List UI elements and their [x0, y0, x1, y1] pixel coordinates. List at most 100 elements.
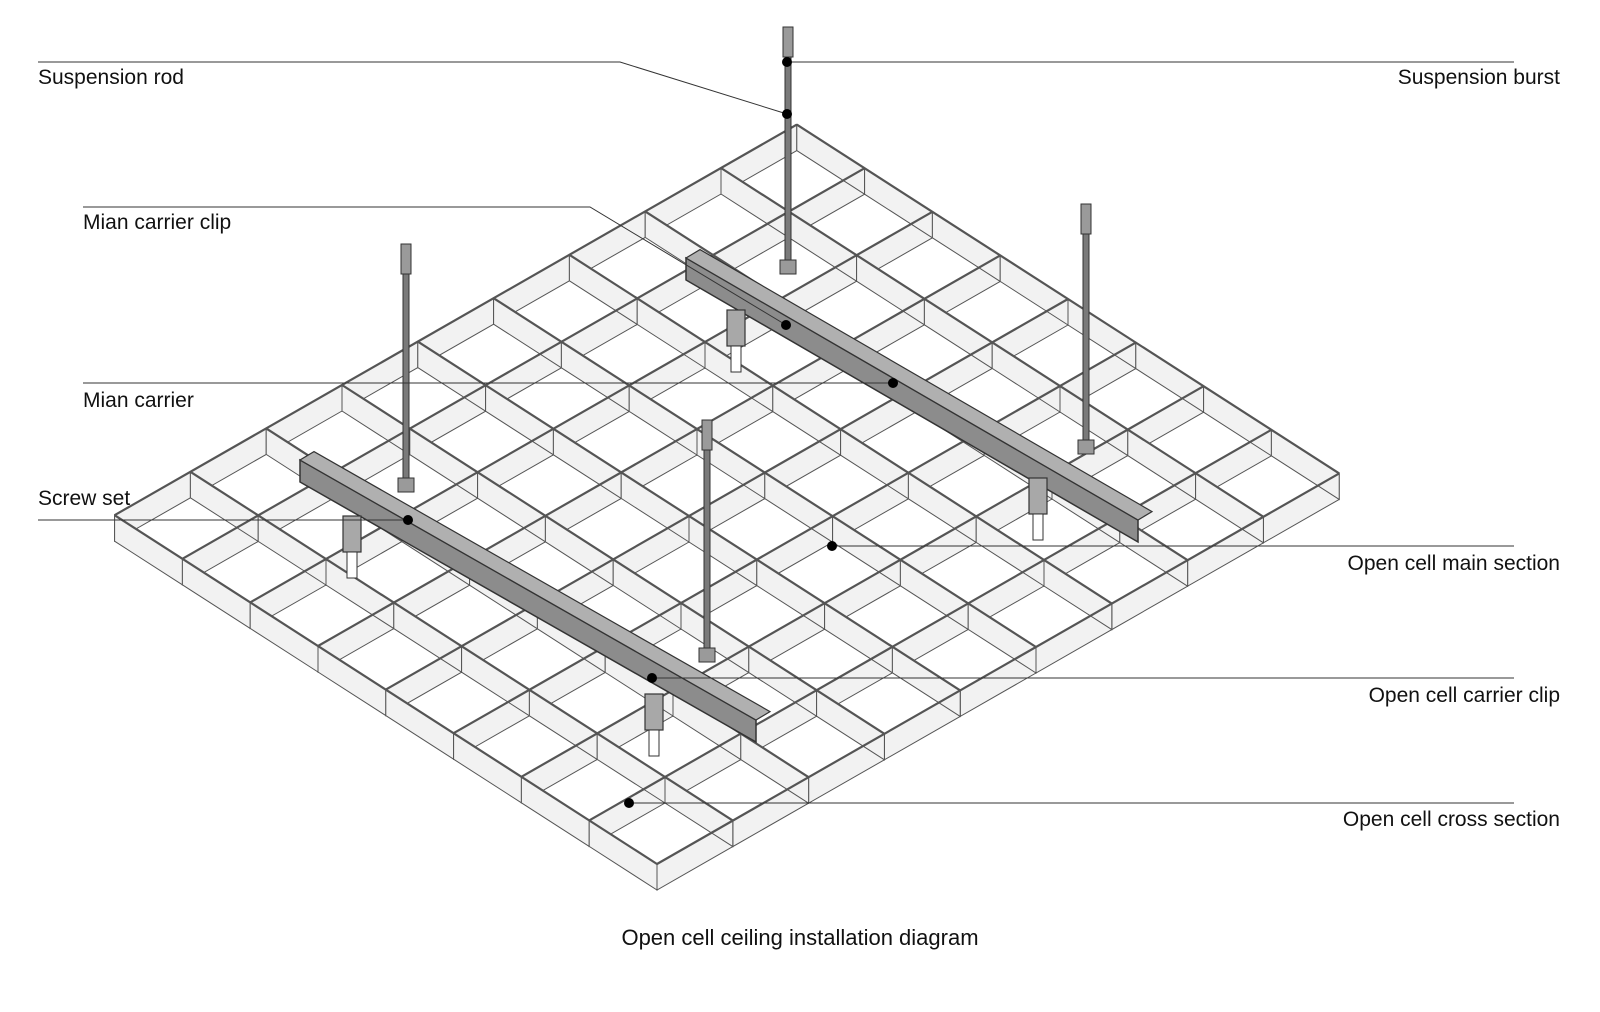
cross-section-blade: [385, 688, 455, 761]
leader-open-cell-cross-section-dot: [624, 798, 634, 808]
main-section-top: [317, 254, 1001, 647]
leader-lines: [38, 57, 1514, 808]
cross-section-blade: [485, 384, 554, 456]
cross-section-blade: [967, 602, 1037, 674]
cross-section-blade: [688, 515, 758, 587]
suspension-rod-3-hanger: [397, 477, 415, 493]
main-carrier-lower-flange: [298, 450, 772, 721]
cross-section-blade: [1203, 385, 1272, 457]
cross-section-blade: [181, 557, 251, 630]
cross-section-blade: [788, 210, 858, 283]
suspension-rod-2-burst: [1080, 203, 1092, 235]
label-open-cell-cross-section: Open cell cross section: [1342, 808, 1560, 831]
carrier-clip: [1028, 477, 1048, 515]
cross-section-blade: [899, 558, 969, 631]
cross-section-blade: [720, 167, 790, 239]
label-main-carrier-clip: Mian carrier clip: [83, 211, 232, 234]
cross-section-blade: [1043, 559, 1113, 631]
main-section-top: [385, 298, 1069, 691]
label-suspension-rod: Suspension rod: [38, 66, 184, 89]
leader-main-carrier-dot: [888, 378, 898, 388]
main-carrier-upper-flange: [684, 248, 1154, 521]
carrier-clip: [342, 515, 362, 553]
cross-section-blade: [1127, 428, 1197, 501]
cross-section-blade: [341, 384, 411, 456]
cross-section-blade: [991, 341, 1061, 413]
cross-section-blade: [1135, 341, 1205, 414]
cross-section-blade: [612, 558, 682, 630]
cross-section-blade: [453, 732, 522, 804]
suspension-rod-4: [703, 427, 711, 661]
cross-section-blade: [931, 210, 1001, 283]
cross-section-blade: [528, 688, 598, 761]
suspension-rod-4-burst: [701, 419, 713, 451]
cross-section-blade: [114, 514, 183, 586]
leader-open-cell-main-section-dot: [827, 541, 837, 551]
cross-section-blade: [477, 471, 546, 543]
cross-section-blade: [544, 514, 614, 587]
carrier-clip: [644, 693, 664, 731]
leader-screw-set-dot: [403, 515, 413, 525]
cross-section-top: [189, 470, 734, 822]
carrier-clip-hook: [346, 551, 358, 579]
carrier-clip: [726, 309, 746, 347]
open-cell-grid: [114, 123, 1340, 891]
cross-section-top: [114, 514, 658, 865]
cross-section-blade: [520, 775, 590, 848]
cross-section-blade: [409, 427, 479, 500]
cross-section-blade: [552, 427, 622, 500]
leader-main-carrier-clip: [83, 206, 787, 326]
carrier-clip-hook: [648, 729, 660, 757]
label-open-cell-main-section: Open cell main section: [1347, 552, 1560, 575]
cross-section-blade: [189, 470, 259, 543]
cross-section-blade: [664, 776, 734, 848]
cross-section-blade: [907, 471, 977, 544]
label-main-carrier: Mian carrier: [83, 389, 194, 412]
cross-section-blade: [620, 471, 690, 543]
cross-section-blade: [824, 602, 893, 674]
main-section-top: [181, 167, 866, 560]
cross-section-blade: [832, 515, 901, 587]
leader-suspension-rod-dot: [782, 109, 792, 119]
suspension-rod-4-hanger: [698, 647, 716, 663]
cross-section-blade: [1067, 298, 1137, 370]
cross-section-blade: [923, 297, 993, 370]
cross-section-blade: [772, 384, 842, 457]
suspension-rod-3-burst: [400, 243, 412, 275]
main-section-top: [656, 472, 1340, 865]
cross-section-blade: [840, 428, 909, 500]
cross-section-blade: [636, 297, 706, 369]
cross-section-blade: [393, 601, 463, 674]
leader-suspension-burst-dot: [782, 57, 792, 67]
label-suspension-burst: Suspension burst: [1397, 66, 1560, 89]
cross-section-blade: [628, 384, 698, 456]
carrier-clip-hook: [730, 345, 742, 373]
cross-section-top: [720, 167, 1264, 518]
cross-section-top: [493, 297, 1037, 648]
suspension-rod-2-hanger: [1077, 439, 1095, 455]
cross-section-blade: [816, 689, 885, 761]
main-section-top: [453, 341, 1137, 735]
cross-section-blade: [249, 601, 319, 673]
cross-section-blade: [796, 123, 866, 196]
cross-section-top: [796, 123, 1340, 475]
cross-section-blade: [864, 167, 933, 239]
cross-section-blade: [1195, 472, 1264, 544]
cross-section-blade: [1270, 428, 1340, 501]
cross-section-top: [417, 340, 961, 692]
cross-section-blade: [560, 340, 630, 413]
cross-section-blade: [856, 254, 925, 326]
cross-section-blade: [417, 340, 487, 413]
suspension-rod-3: [402, 251, 410, 491]
carrier-clip-hook: [1032, 513, 1044, 541]
main-section-top: [588, 428, 1272, 822]
label-screw-set: Screw set: [38, 487, 131, 510]
cross-section-blade: [461, 645, 530, 717]
cross-section-blade: [756, 558, 826, 631]
diagram-caption: Open cell ceiling installation diagram: [621, 925, 979, 950]
cross-section-blade: [999, 254, 1069, 326]
suspension-rod-1-burst: [782, 26, 794, 58]
cross-section-top: [341, 384, 885, 735]
cross-section-blade: [568, 253, 638, 326]
